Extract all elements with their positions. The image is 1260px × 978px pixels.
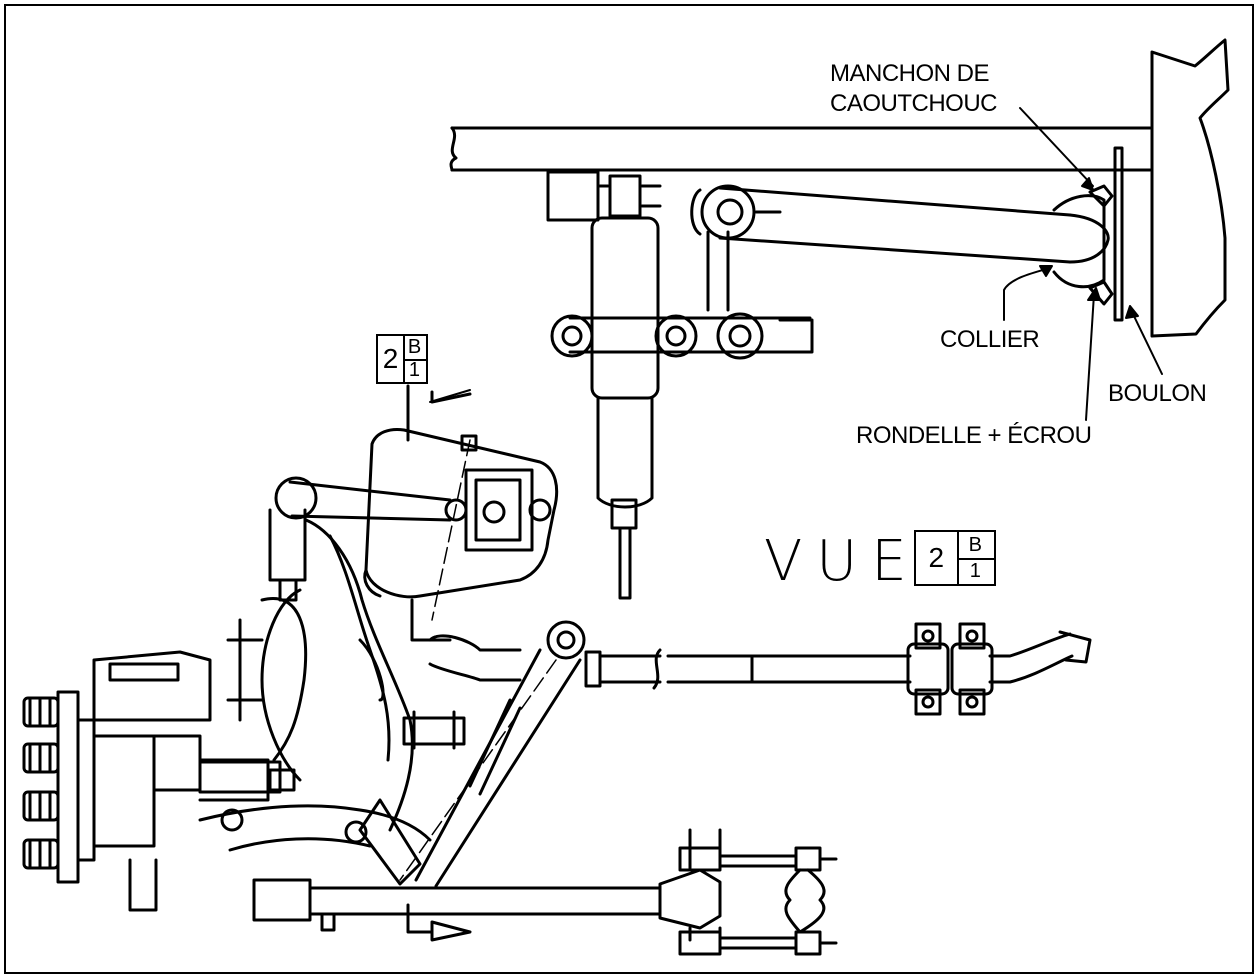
label-boulon: BOULON [1108,380,1207,407]
label-manchon-line2: CAOUTCHOUC [830,90,998,117]
label-rondelle: RONDELLE + ÉCROU [856,422,1092,449]
link-assembly [550,230,814,360]
section-ref-number: 2 [378,336,405,382]
drawing-frame [4,4,1254,974]
chassis-wall [1113,38,1230,338]
section-ref-top: B [402,336,426,361]
view-ref-number: 2 [916,532,959,584]
lower-control-arm [198,804,662,932]
mid-bracket [198,710,466,794]
section-marker-box: 2 B 1 [376,334,428,384]
upper-control-arm [268,476,452,602]
view-reference-box: 2 B 1 [914,530,996,586]
label-collier: COLLIER [940,326,1040,353]
view-ref-bottom: 1 [969,559,981,582]
sway-bar [428,622,1092,716]
knuckle [226,518,452,832]
section-ref-bottom: 1 [408,359,421,381]
wheel-studs [22,696,60,870]
end-link [658,828,838,956]
wheel-hub [22,650,270,912]
view-ref-top: B [956,532,994,560]
shock-upper [546,170,662,600]
air-spring [363,428,559,621]
shock-lower [358,620,586,888]
view-title: VUE [764,529,921,594]
panhard-rod [690,184,1114,306]
frame-rail [449,126,1152,172]
label-manchon-line1: MANCHON DE [830,60,990,87]
leader-lines [1003,107,1163,421]
